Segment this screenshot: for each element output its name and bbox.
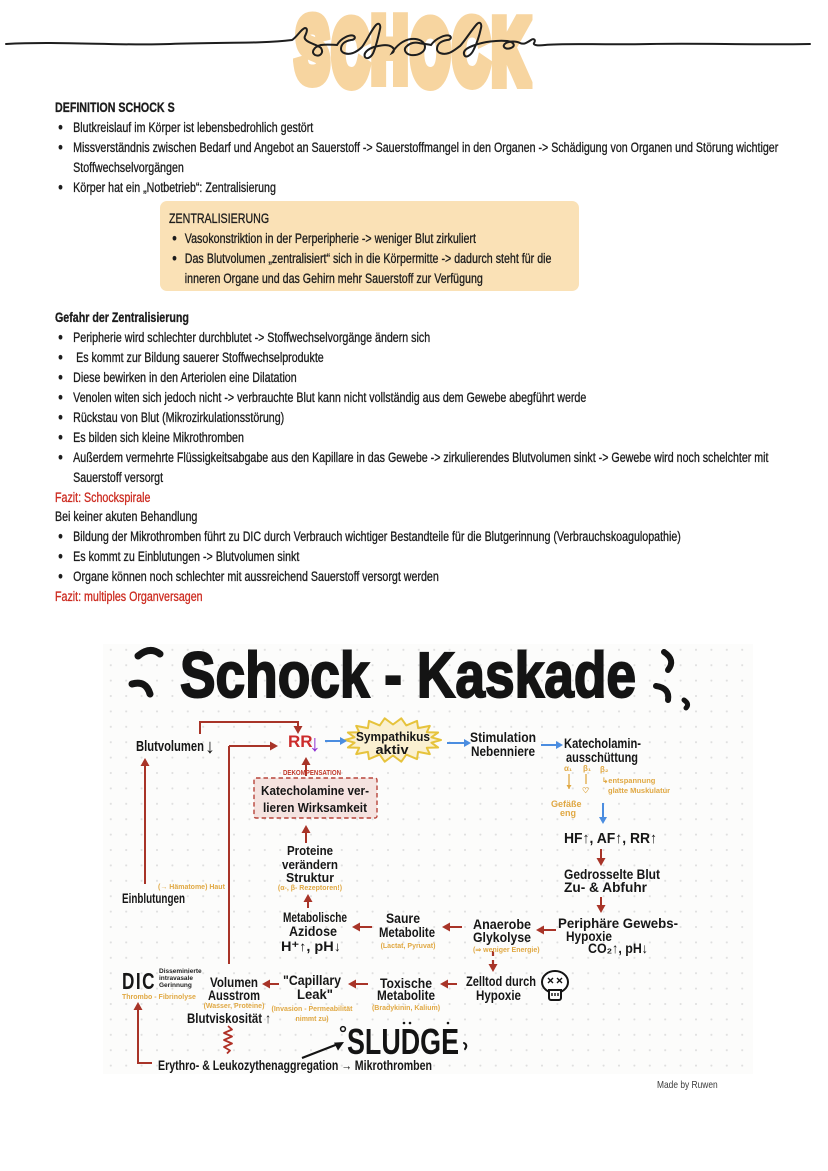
svg-text:Katecholamin-: Katecholamin- <box>564 736 641 751</box>
svg-text:Gefäße: Gefäße <box>551 799 582 809</box>
svg-text:β₂: β₂ <box>600 765 609 774</box>
svg-text:Gerinnung: Gerinnung <box>159 982 192 989</box>
svg-text:↓: ↓ <box>309 730 321 756</box>
svg-text:Schock - Kaskade: Schock - Kaskade <box>180 639 636 711</box>
svg-text:♡: ♡ <box>582 786 589 795</box>
svg-text:Proteine: Proteine <box>287 843 333 858</box>
svg-text:α₁: α₁ <box>564 764 573 773</box>
svg-text:Nebenniere: Nebenniere <box>471 744 535 759</box>
svg-text:Glykolyse: Glykolyse <box>473 930 531 945</box>
svg-text:Zu- & Abfuhr: Zu- & Abfuhr <box>564 880 648 895</box>
svg-text:glatte Muskulatur: glatte Muskulatur <box>608 786 670 795</box>
svg-text:aktiv: aktiv <box>376 742 410 757</box>
svg-text:Blutviskosität ↑: Blutviskosität ↑ <box>187 1010 271 1026</box>
svg-text:DIC: DIC <box>122 968 156 994</box>
svg-text:(α-, β- Rezeptoren!): (α-, β- Rezeptoren!) <box>278 885 342 892</box>
svg-text:Hypoxie: Hypoxie <box>476 988 521 1003</box>
svg-text:H⁺↑, pH↓: H⁺↑, pH↓ <box>281 939 341 954</box>
svg-text:Zelltod durch: Zelltod durch <box>466 974 536 989</box>
svg-text:Anaerobe: Anaerobe <box>473 917 531 932</box>
svg-text:eng: eng <box>560 808 576 818</box>
svg-text:nimmt zu): nimmt zu) <box>295 1016 328 1023</box>
svg-text:ausschüttung: ausschüttung <box>566 750 638 765</box>
svg-text:Periphäre Gewebs-: Periphäre Gewebs- <box>558 915 678 931</box>
svg-text:Volumen: Volumen <box>210 974 258 990</box>
svg-text:Thrombo - Fibrinolyse: Thrombo - Fibrinolyse <box>122 994 196 1001</box>
svg-text:Stimulation: Stimulation <box>470 730 536 745</box>
svg-text:Metabolische: Metabolische <box>283 910 347 925</box>
svg-text:Struktur: Struktur <box>286 870 334 885</box>
svg-text:Hypoxie: Hypoxie <box>566 929 612 944</box>
svg-text:Blutvolumen: Blutvolumen <box>136 738 204 755</box>
svg-text:(Bradykinin, Kalium): (Bradykinin, Kalium) <box>372 1005 440 1012</box>
svg-text:↓: ↓ <box>205 736 215 758</box>
svg-text:Gedrosselte Blut: Gedrosselte Blut <box>564 867 660 882</box>
svg-text:Einblutungen: Einblutungen <box>122 890 185 906</box>
svg-text:↳entspannung: ↳entspannung <box>602 776 656 785</box>
svg-text:CO₂↑, pH↓: CO₂↑, pH↓ <box>588 940 648 956</box>
svg-text:HF↑, AF↑, RR↑: HF↑, AF↑, RR↑ <box>564 830 657 847</box>
svg-text:Disseminierte: Disseminierte <box>159 968 202 975</box>
svg-text:verändern: verändern <box>282 857 338 872</box>
svg-text:(Lactat, Pyruvat): (Lactat, Pyruvat) <box>381 943 436 950</box>
svg-text:Toxische: Toxische <box>380 976 432 991</box>
svg-text:Ausstrom: Ausstrom <box>208 987 260 1003</box>
svg-text:RR: RR <box>288 732 313 751</box>
svg-text:β₁: β₁ <box>583 764 592 773</box>
svg-text:(⇒ weniger Energie): (⇒ weniger Energie) <box>473 947 540 954</box>
svg-text:Saure: Saure <box>386 911 420 926</box>
svg-text:Sympathikus: Sympathikus <box>356 729 430 744</box>
svg-text:"Capillary: "Capillary <box>283 972 341 988</box>
svg-text:Leak": Leak" <box>297 986 333 1002</box>
svg-text:Erythro- & Leukozythenaggregat: Erythro- & Leukozythenaggregation → Mikr… <box>158 1058 432 1073</box>
svg-text:Metabolite: Metabolite <box>377 988 435 1003</box>
svg-text:Metabolite: Metabolite <box>379 925 435 940</box>
svg-text:lieren Wirksamkeit: lieren Wirksamkeit <box>263 800 368 815</box>
svg-text:(Invasion - Permeabilität: (Invasion - Permeabilität <box>272 1006 354 1013</box>
svg-text:(Wasser, Proteine): (Wasser, Proteine) <box>204 1003 265 1010</box>
svg-text:DEKOMPENSATION: DEKOMPENSATION <box>283 768 341 777</box>
svg-text:SLUDGE: SLUDGE <box>347 1021 459 1062</box>
svg-text:Katecholamine ver-: Katecholamine ver- <box>261 783 369 798</box>
svg-text:Azidose: Azidose <box>289 924 337 939</box>
svg-text:(→ Hämatome) Haut: (→ Hämatome) Haut <box>158 884 226 891</box>
svg-text:intravasale: intravasale <box>159 975 193 982</box>
